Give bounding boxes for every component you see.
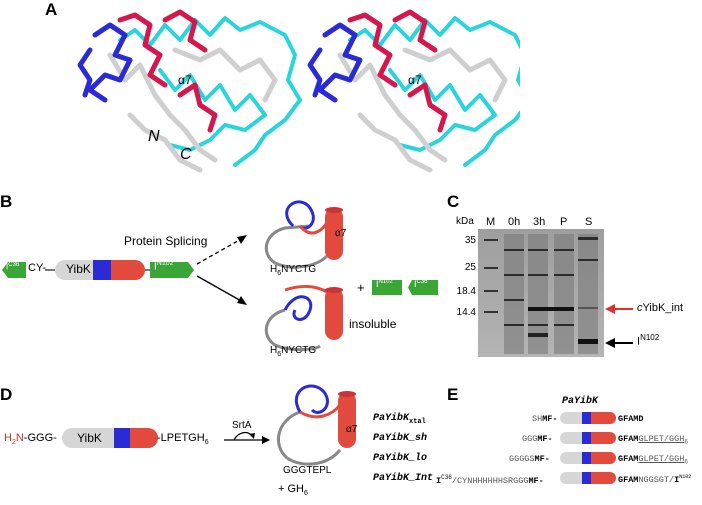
protein-splicing-label: Protein Splicing <box>124 234 208 248</box>
alpha7-label-right: α7 <box>408 73 422 87</box>
e-row1-pre: SHMF- <box>532 414 558 424</box>
panel-a-letter: A <box>45 0 58 19</box>
marker-18-4: 18.4 <box>456 286 476 297</box>
panel-e-letter: E <box>447 385 459 404</box>
cyclic-sortase-product <box>277 384 356 466</box>
e-row2-post: GFAMGLPET/GGH6 <box>618 434 688 446</box>
e-row3-pre: GGGGSMF- <box>509 454 550 464</box>
in102-gel-label: IN102 <box>637 333 660 348</box>
c-terminus-label: C <box>180 146 192 163</box>
panel-e-header: PaYibK <box>562 396 599 407</box>
splicing-arrows <box>196 235 247 305</box>
structure-right <box>307 9 520 173</box>
insoluble-product <box>264 285 343 352</box>
h2n-label: H2N-GGG- <box>4 432 57 447</box>
panel-b-letter: B <box>0 192 13 211</box>
sortase-substrate <box>62 428 158 448</box>
e-row3-post: GFAMGLPET/GGH6 <box>618 454 688 466</box>
insoluble-label: insoluble <box>349 317 397 331</box>
alpha7-label-left: α7 <box>178 73 192 87</box>
marker-14-4: 14.4 <box>456 307 476 318</box>
lane-0h: 0h <box>508 216 521 228</box>
gh6-byproduct: + GH6 <box>278 483 308 498</box>
free-in102: IN102 <box>376 279 393 289</box>
sds-page-gel <box>478 229 604 357</box>
lane-p: P <box>560 216 568 228</box>
plus-sign-b: + <box>357 280 365 295</box>
panel-d-letter: D <box>0 385 13 404</box>
black-arrow <box>605 338 633 348</box>
protein-stereo-structure <box>77 9 520 173</box>
structure-left <box>77 9 302 173</box>
alpha7-label-b: α7 <box>335 228 347 239</box>
yibk-label: YibK <box>66 262 91 276</box>
lpetg-tag: -LPETGH6 <box>157 432 209 447</box>
srta-label: SrtA <box>232 420 252 431</box>
alpha7-label-d: α7 <box>346 424 358 435</box>
in102-cap: IN102 <box>154 260 174 273</box>
construct-int: PaYibK_Int <box>373 473 434 484</box>
sortase-product-seq: GGGTEPL <box>283 465 332 476</box>
marker-25: 25 <box>464 262 476 273</box>
construct-sh: PaYibK_sh <box>373 433 428 444</box>
n-terminus-label: N <box>148 128 160 145</box>
free-intein-fragments <box>372 280 438 295</box>
marker-35: 35 <box>464 235 476 246</box>
kda-label: kDa <box>456 216 474 227</box>
free-ic36: IC36 <box>414 279 428 289</box>
e-row2-pre: GGGMF- <box>522 434 553 444</box>
srta-arrow <box>224 431 270 444</box>
seq-top: H6NYCTG <box>270 264 317 277</box>
ic36-cap: IC36 <box>6 262 20 272</box>
cy-linker: CY- <box>28 262 46 274</box>
lane-m: M <box>486 216 496 228</box>
cyibk-int-label: cYibK_int <box>637 302 684 314</box>
panel-e-bars <box>560 412 616 484</box>
seq-bottom: H6NYCTG <box>270 345 317 358</box>
lane-s: S <box>585 216 593 228</box>
fusion-construct-diagram <box>2 260 194 280</box>
e-row1-post: GFAMD <box>618 414 644 424</box>
cyclic-yibk-product <box>264 200 343 269</box>
e-row4-pre: IC36/CYNHHHHHHSRGGGMF- <box>436 474 544 486</box>
yibk-label-d: YibK <box>77 431 102 445</box>
panel-c-letter: C <box>447 192 460 211</box>
lane-3h: 3h <box>533 216 546 228</box>
construct-lo: PaYibK_lo <box>373 453 428 464</box>
red-arrow <box>605 304 633 314</box>
construct-xtal: PaYibKxtal <box>373 413 426 426</box>
e-row4-post: GFAMNGGSGT/IN102 <box>618 474 692 485</box>
